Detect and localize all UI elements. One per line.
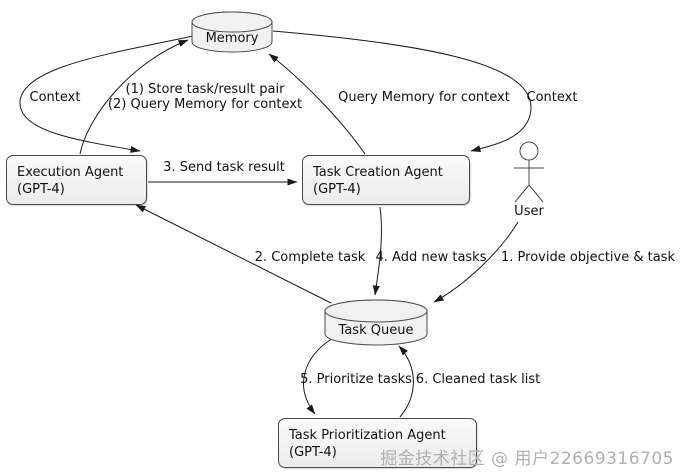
- memory-cylinder: [191, 11, 273, 53]
- edge-label-context-left: Context: [29, 90, 81, 105]
- task-creation-agent-title: Task Creation Agent: [313, 165, 443, 180]
- edge-add-new-tasks: [372, 206, 382, 296]
- edge-complete-task: [135, 204, 332, 304]
- edge-label-store-query-line1: (1) Store task/result pair: [125, 82, 285, 97]
- task-prioritization-agent-title: Task Prioritization Agent: [289, 428, 446, 443]
- memory-cylinder-top: [191, 11, 273, 33]
- edge-label-store-query-line2: (2) Query Memory for context: [107, 97, 303, 112]
- edge-prioritize-tasks: [303, 337, 334, 415]
- user-actor-icon: [514, 141, 544, 203]
- edge-label-prioritize-tasks: 5. Prioritize tasks: [300, 372, 412, 387]
- memory-label: Memory: [205, 31, 259, 46]
- edge-label-cleaned-task-list: 6. Cleaned task list: [415, 372, 541, 387]
- execution-agent-title: Execution Agent: [17, 165, 124, 180]
- watermark-text: 掘金技术社区 @ 用户22669316705: [380, 449, 674, 469]
- task-queue-cylinder-top: [324, 299, 428, 323]
- task-prioritization-agent-subtitle: (GPT-4): [289, 445, 337, 460]
- edge-label-complete-task: 2. Complete task: [254, 250, 366, 265]
- execution-agent-node: Execution Agent (GPT-4): [6, 155, 147, 205]
- edge-cleaned-task-list: [398, 345, 414, 418]
- edge-memory-to-execution-context: [19, 35, 194, 153]
- user-left-leg: [514, 184, 530, 203]
- task-queue-label: Task Queue: [338, 323, 414, 338]
- edge-creation-to-memory-query: [268, 53, 366, 155]
- edge-label-query-memory: Query Memory for context: [338, 90, 510, 105]
- edge-label-provide-objective: 1. Provide objective & task: [501, 250, 675, 265]
- task-queue-cylinder: [324, 299, 428, 346]
- user-right-leg: [528, 184, 544, 203]
- edge-label-add-new-tasks: 4. Add new tasks: [375, 250, 487, 265]
- execution-agent-subtitle: (GPT-4): [17, 182, 65, 197]
- task-creation-agent-node: Task Creation Agent (GPT-4): [302, 155, 470, 205]
- edge-label-context-right: Context: [526, 90, 578, 105]
- task-prioritization-agent-node: Task Prioritization Agent (GPT-4): [278, 418, 477, 468]
- edge-memory-to-creation-context: [272, 30, 532, 152]
- edge-execution-to-memory-store-query: [79, 39, 189, 155]
- edge-label-store-query: (1) Store task/result pair (2) Query Mem…: [108, 82, 302, 112]
- user-head: [519, 141, 539, 161]
- edge-provide-objective: [433, 221, 519, 303]
- user-label: User: [514, 204, 544, 219]
- edge-label-send-task-result: 3. Send task result: [163, 160, 285, 175]
- task-creation-agent-subtitle: (GPT-4): [313, 182, 361, 197]
